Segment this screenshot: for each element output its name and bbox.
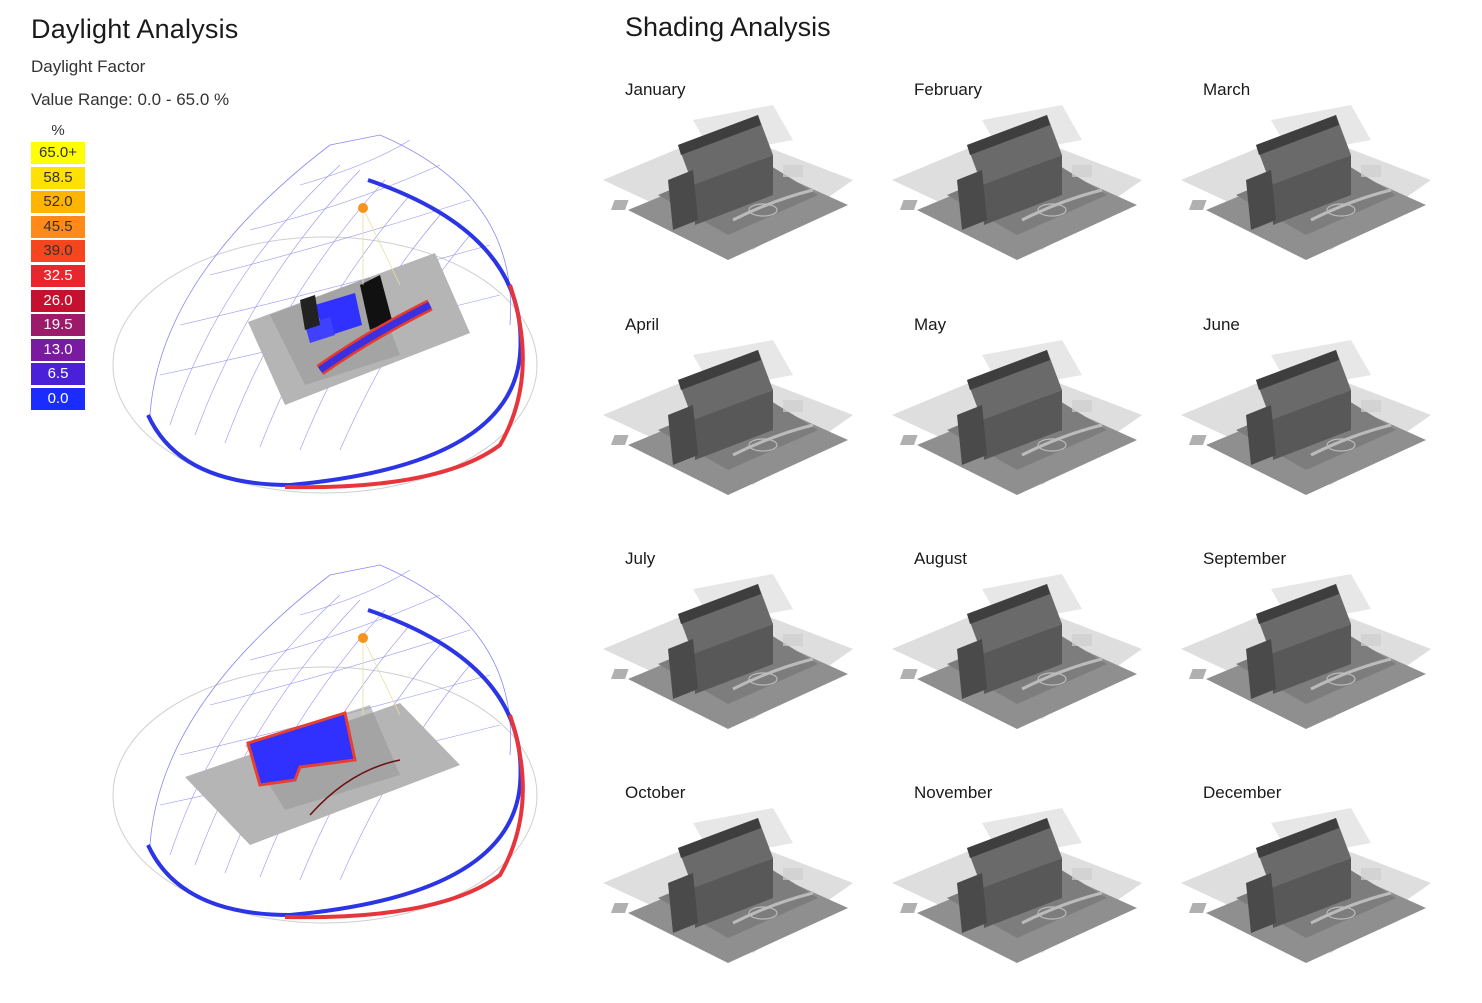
month-panel: November [892, 783, 1174, 1003]
month-panel: January [603, 80, 885, 300]
legend-unit: % [51, 122, 65, 139]
month-panel: February [892, 80, 1174, 300]
shading-title: Shading Analysis [625, 12, 831, 42]
sun-path-red [284, 284, 525, 490]
legend-swatch: 39.0 [31, 240, 85, 263]
daylight-diagram-bottom [112, 564, 538, 924]
month-panel: October [603, 783, 885, 1003]
daylight-diagram-top [112, 134, 538, 494]
legend-swatch: 13.0 [31, 338, 85, 361]
month-panel: July [603, 549, 885, 769]
month-panel: December [1181, 783, 1463, 1003]
month-panel: September [1181, 549, 1463, 769]
sun-marker [358, 203, 368, 213]
month-panel: June [1181, 315, 1463, 535]
month-panel: April [603, 315, 885, 535]
month-panel: August [892, 549, 1174, 769]
month-label: April [625, 315, 660, 334]
month-panel: March [1181, 80, 1463, 300]
sun-path-blue [146, 178, 523, 488]
month-label: September [1203, 549, 1287, 568]
month-panel: May [892, 315, 1174, 535]
value-range-label: Value Range: 0.0 - 65.0 % [31, 90, 230, 109]
legend-swatch: 65.0+ [31, 142, 85, 164]
legend-swatch: 52.0 [31, 191, 85, 214]
month-label: November [914, 783, 993, 802]
month-label: January [625, 80, 686, 99]
month-label: August [914, 549, 967, 568]
daylight-subtitle: Daylight Factor [31, 57, 146, 76]
month-label: December [1203, 783, 1282, 802]
month-label: February [914, 80, 983, 99]
legend-swatch: 19.5 [31, 314, 85, 337]
month-label: June [1203, 315, 1240, 334]
month-label: October [625, 783, 686, 802]
legend-swatch: 26.0 [31, 289, 85, 312]
legend-swatch: 45.5 [31, 215, 85, 238]
legend-swatch: 32.5 [31, 264, 85, 287]
month-label: July [625, 549, 656, 568]
legend-swatch: 6.5 [31, 363, 85, 386]
month-label: May [914, 315, 947, 334]
legend-swatch: 58.5 [31, 166, 85, 189]
legend-swatch: 0.0 [31, 387, 85, 410]
daylight-title: Daylight Analysis [31, 14, 239, 44]
month-label: March [1203, 80, 1251, 99]
